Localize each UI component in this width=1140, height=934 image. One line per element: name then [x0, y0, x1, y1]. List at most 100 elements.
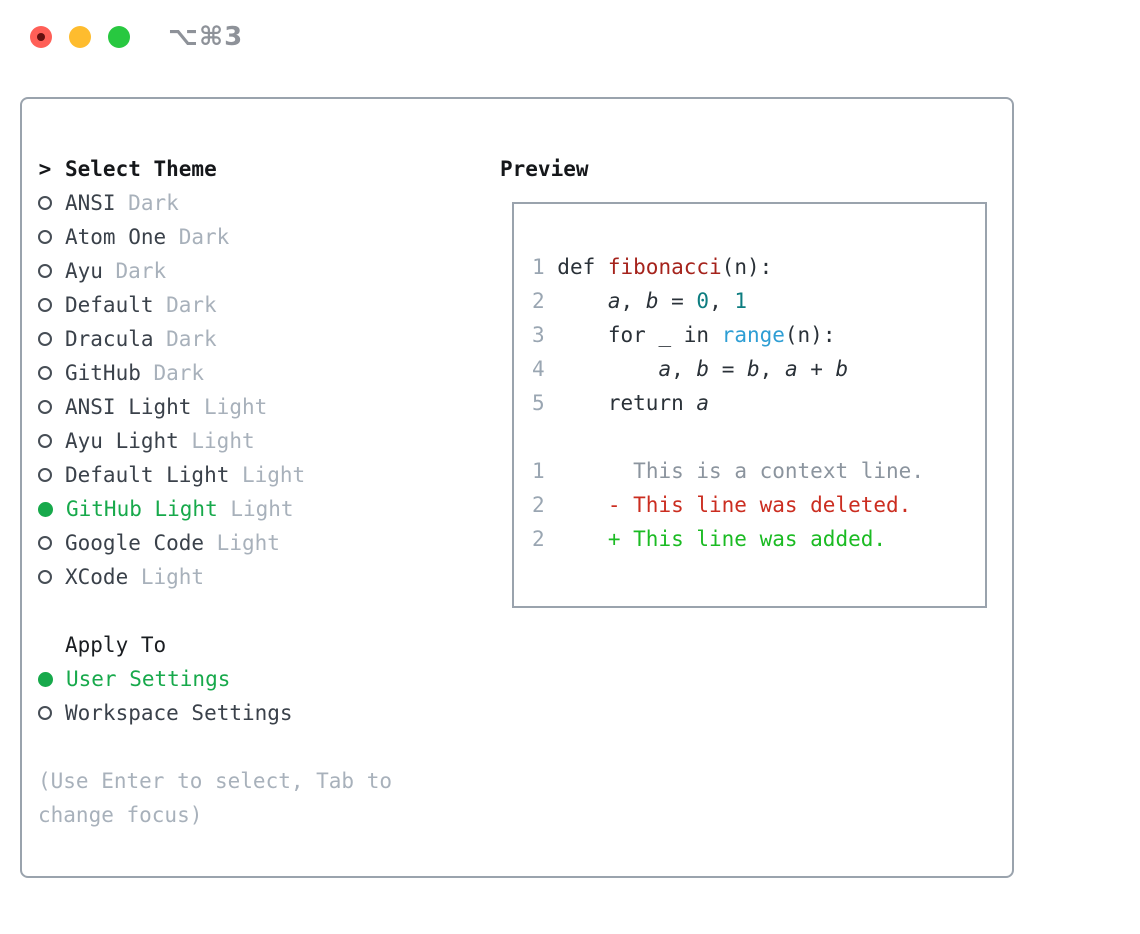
- code-token: return: [544, 391, 697, 415]
- code-token: range: [721, 323, 785, 347]
- code-token: a: [658, 357, 672, 381]
- code-token: def: [544, 255, 608, 279]
- code-token: a: [607, 289, 621, 313]
- code-token: b: [835, 357, 849, 381]
- code-token: =: [709, 357, 747, 381]
- theme-item-google-code[interactable]: Google Code Light: [38, 526, 392, 560]
- code-line: 2 + This line was added.: [532, 522, 924, 556]
- hint-line-1: (Use Enter to select, Tab to: [38, 769, 393, 793]
- code-token: (n):: [784, 323, 836, 347]
- code-line: 2 a, b = 0, 1: [532, 284, 924, 318]
- theme-variant: Light: [230, 497, 294, 521]
- code-token: 3: [532, 323, 545, 347]
- code-token: 2: [532, 527, 545, 551]
- theme-item-github-light[interactable]: GitHub Light Light: [38, 492, 392, 526]
- code-token: 1: [532, 459, 545, 483]
- code-token: 0: [696, 289, 710, 313]
- minimize-button[interactable]: [69, 26, 91, 48]
- apply-option-workspace-settings[interactable]: Workspace Settings: [38, 696, 392, 730]
- radio-icon: [38, 536, 52, 550]
- radio-icon: [38, 570, 52, 584]
- apply-to-header: Apply To: [38, 628, 392, 662]
- code-token: +: [797, 357, 836, 381]
- theme-variant: Dark: [115, 259, 167, 283]
- theme-name: Dracula: [65, 327, 154, 351]
- code-token: [545, 289, 608, 313]
- code-token: ,: [709, 289, 735, 313]
- radio-icon: [38, 400, 52, 414]
- theme-item-xcode[interactable]: XCode Light: [38, 560, 392, 594]
- apply-option-label: User Settings: [66, 667, 231, 691]
- code-token: a: [784, 357, 798, 381]
- code-line: 3 for _ in range(n):: [532, 318, 924, 352]
- theme-name: Atom One: [65, 225, 167, 249]
- theme-name: Ayu Light: [65, 429, 179, 453]
- code-token: (n):: [721, 255, 773, 279]
- code-token: 2: [532, 493, 545, 517]
- code-token: b: [747, 357, 760, 381]
- theme-name: Google Code: [65, 531, 205, 555]
- code-token: This is a context line.: [633, 459, 924, 483]
- code-token: for _ in: [544, 323, 722, 347]
- code-token: b: [696, 357, 710, 381]
- theme-variant: Dark: [178, 225, 230, 249]
- theme-item-ayu[interactable]: Ayu Dark: [38, 254, 392, 288]
- code-token: 1: [532, 255, 545, 279]
- code-token: 1: [734, 289, 748, 313]
- code-token: 5: [532, 391, 545, 415]
- code-line: 2 - This line was deleted.: [532, 488, 924, 522]
- theme-name: Ayu: [65, 259, 103, 283]
- code-token: ,: [671, 357, 697, 381]
- apply-option-user-settings[interactable]: User Settings: [38, 662, 392, 696]
- select-theme-title: Select Theme: [65, 157, 217, 181]
- radio-icon: [38, 264, 52, 278]
- theme-variant: Light: [204, 395, 268, 419]
- code-token: fibonacci: [607, 255, 722, 279]
- radio-icon: [38, 706, 52, 720]
- cursor-icon: >: [38, 157, 52, 181]
- theme-variant: Light: [216, 531, 280, 555]
- code-token: [545, 357, 659, 381]
- code-token: [545, 527, 608, 551]
- radio-icon: [38, 434, 52, 448]
- theme-variant: Light: [140, 565, 205, 589]
- code-token: ,: [759, 357, 785, 381]
- close-button[interactable]: [30, 26, 52, 48]
- window-title: ⌥⌘3: [168, 22, 244, 52]
- gap: [38, 594, 392, 628]
- radio-icon: [38, 230, 52, 244]
- code-line: 1 This is a context line.: [532, 454, 924, 488]
- code-token: =: [658, 289, 697, 313]
- maximize-button[interactable]: [108, 26, 130, 48]
- close-dot-icon: [37, 33, 45, 41]
- radio-icon: [38, 332, 52, 346]
- theme-name: XCode: [65, 565, 129, 589]
- code-token: [545, 459, 634, 483]
- radio-selected-icon: [38, 501, 53, 517]
- radio-selected-icon: [38, 671, 53, 687]
- code-token: + This line was added.: [607, 527, 887, 551]
- select-theme-header: > Select Theme: [38, 152, 392, 186]
- code-token: b: [645, 289, 659, 313]
- gap: [38, 730, 392, 764]
- code-token: - This line was deleted.: [607, 493, 912, 517]
- theme-name: ANSI: [65, 191, 116, 215]
- radio-icon: [38, 298, 52, 312]
- theme-item-atom-one[interactable]: Atom One Dark: [38, 220, 392, 254]
- theme-variant: Dark: [166, 293, 217, 317]
- theme-name: GitHub Light: [66, 497, 218, 521]
- apply-option-label: Workspace Settings: [65, 701, 293, 725]
- traffic-lights: [30, 26, 130, 48]
- radio-icon: [38, 366, 52, 380]
- code-line: 1 def fibonacci(n):: [532, 250, 924, 284]
